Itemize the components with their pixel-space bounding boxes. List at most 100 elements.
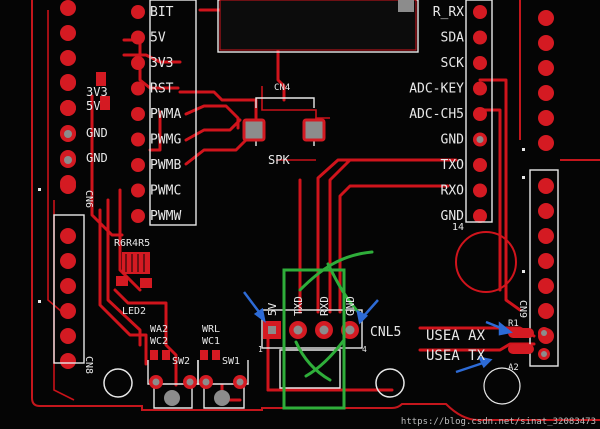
header-pad: [131, 107, 145, 121]
header-pad: [538, 228, 554, 244]
connector-ref: CN8: [83, 356, 94, 374]
right-header-label: R_RX: [433, 5, 464, 20]
connector-pin-label: GND: [344, 296, 357, 316]
connector-ref: CN9: [517, 300, 528, 318]
watermark-text: https://blog.csdn.net/sinat_32083473: [401, 417, 596, 427]
smd-pad: [100, 96, 110, 110]
mid-right-header-pads: [473, 5, 487, 223]
header-pad: [538, 110, 554, 126]
header-pad: [60, 25, 76, 41]
header-pad: [131, 158, 145, 172]
header-pad: [538, 85, 554, 101]
header-pad: [473, 158, 487, 172]
header-pad: [538, 203, 554, 219]
usart-label: USEA AX: [426, 328, 486, 344]
header-pad: [60, 152, 76, 168]
header-pad: [538, 178, 554, 194]
header-pad: [131, 183, 145, 198]
header-pad: [131, 56, 145, 70]
header-pad: [473, 209, 487, 223]
top-header-label: 5V: [150, 31, 166, 46]
header-pad: [538, 278, 554, 294]
header-pad: [60, 278, 76, 294]
pin-number: 14: [452, 222, 464, 233]
mounting-hole: [455, 231, 517, 293]
top-header-label: PWMB: [150, 158, 181, 173]
right-header-label: ADC-CH5: [409, 107, 464, 122]
mounting-hole: [375, 368, 405, 398]
header-pad: [60, 50, 76, 66]
cnl5-pad: [263, 321, 281, 339]
header-pad: [60, 353, 76, 369]
header-pad: [538, 35, 554, 51]
header-pad: [131, 30, 145, 45]
usart-ref: R1: [508, 319, 519, 329]
right-header-label: TXO: [441, 158, 465, 173]
header-pad: [60, 328, 76, 344]
switch-ref: WRL: [202, 324, 220, 335]
module-footprint: [219, 0, 417, 51]
left-header-label: 3V3: [86, 85, 108, 99]
top-header-label: BIT: [150, 5, 174, 20]
switch-label: SW1: [222, 356, 240, 367]
top-header-label: PWMG: [150, 133, 181, 148]
top-header-label: PWMW: [150, 209, 181, 224]
connector-pin-label: 5V: [266, 302, 279, 316]
usart-ref: A2: [508, 363, 519, 373]
usart-label: USEA TX: [426, 348, 486, 364]
header-pad: [131, 209, 145, 223]
connector-ref: CN6: [83, 190, 94, 208]
right-header-label: GND: [441, 133, 465, 148]
speaker-label: SPK: [268, 153, 290, 167]
mounting-hole: [483, 367, 521, 405]
right-header-label: GND: [441, 209, 465, 224]
resistor-block: [122, 252, 150, 274]
pin-number: 4: [362, 345, 367, 354]
header-pad: [473, 30, 487, 45]
top-header-label: PWMC: [150, 184, 181, 199]
header-pad: [60, 228, 76, 244]
top-header-pads: [131, 5, 145, 223]
silkscreen-text: BIT5V3V3RSTPWMAPWMGPWMBPWMCPWMWR_RXSDASC…: [83, 5, 596, 427]
header-pad: [473, 56, 487, 70]
module-pad: [398, 0, 414, 12]
annotation-green-marks: [282, 250, 374, 410]
right-header-label: ADC-KEY: [409, 82, 464, 97]
right-header-label: RXO: [441, 184, 465, 199]
header-pad: [473, 132, 487, 147]
top-header-label: PWMA: [150, 107, 181, 122]
header-pad: [131, 132, 145, 147]
switch-label: SW2: [172, 356, 190, 367]
header-pad: [60, 100, 76, 116]
cnl5-pad: [315, 321, 333, 339]
left-header-label: 5V: [86, 99, 100, 113]
header-pad: [131, 5, 145, 19]
smd-pad: [96, 72, 106, 86]
right-header-label: SCK: [441, 56, 465, 71]
header-pad: [473, 107, 487, 121]
speaker-pad-right: [302, 118, 326, 142]
right-header-label: SDA: [441, 31, 465, 46]
led-ref: LED2: [122, 306, 146, 317]
left-header-label: GND: [86, 126, 108, 140]
speaker-pad-left: [242, 118, 266, 142]
header-pad: [538, 10, 554, 26]
header-pad: [473, 183, 487, 198]
connector-pin-label: RXD: [318, 296, 331, 316]
header-pad: [60, 303, 76, 319]
annotation-arrows: [243, 291, 513, 374]
header-pad: [538, 303, 554, 319]
silkscreen-outlines: [53, 0, 559, 409]
switch-ref: WA2: [150, 324, 168, 335]
left-header-pads: [60, 0, 76, 369]
header-pad: [538, 135, 554, 151]
resistor-ref: R6R4R5: [114, 238, 150, 249]
switch-ref: WC1: [202, 336, 220, 347]
header-pad: [131, 81, 145, 96]
header-pad: [60, 74, 76, 90]
led-pad: [140, 278, 152, 288]
header-pad: [538, 253, 554, 269]
cnl5-pad: [289, 321, 307, 339]
usart-pads: [508, 327, 550, 360]
